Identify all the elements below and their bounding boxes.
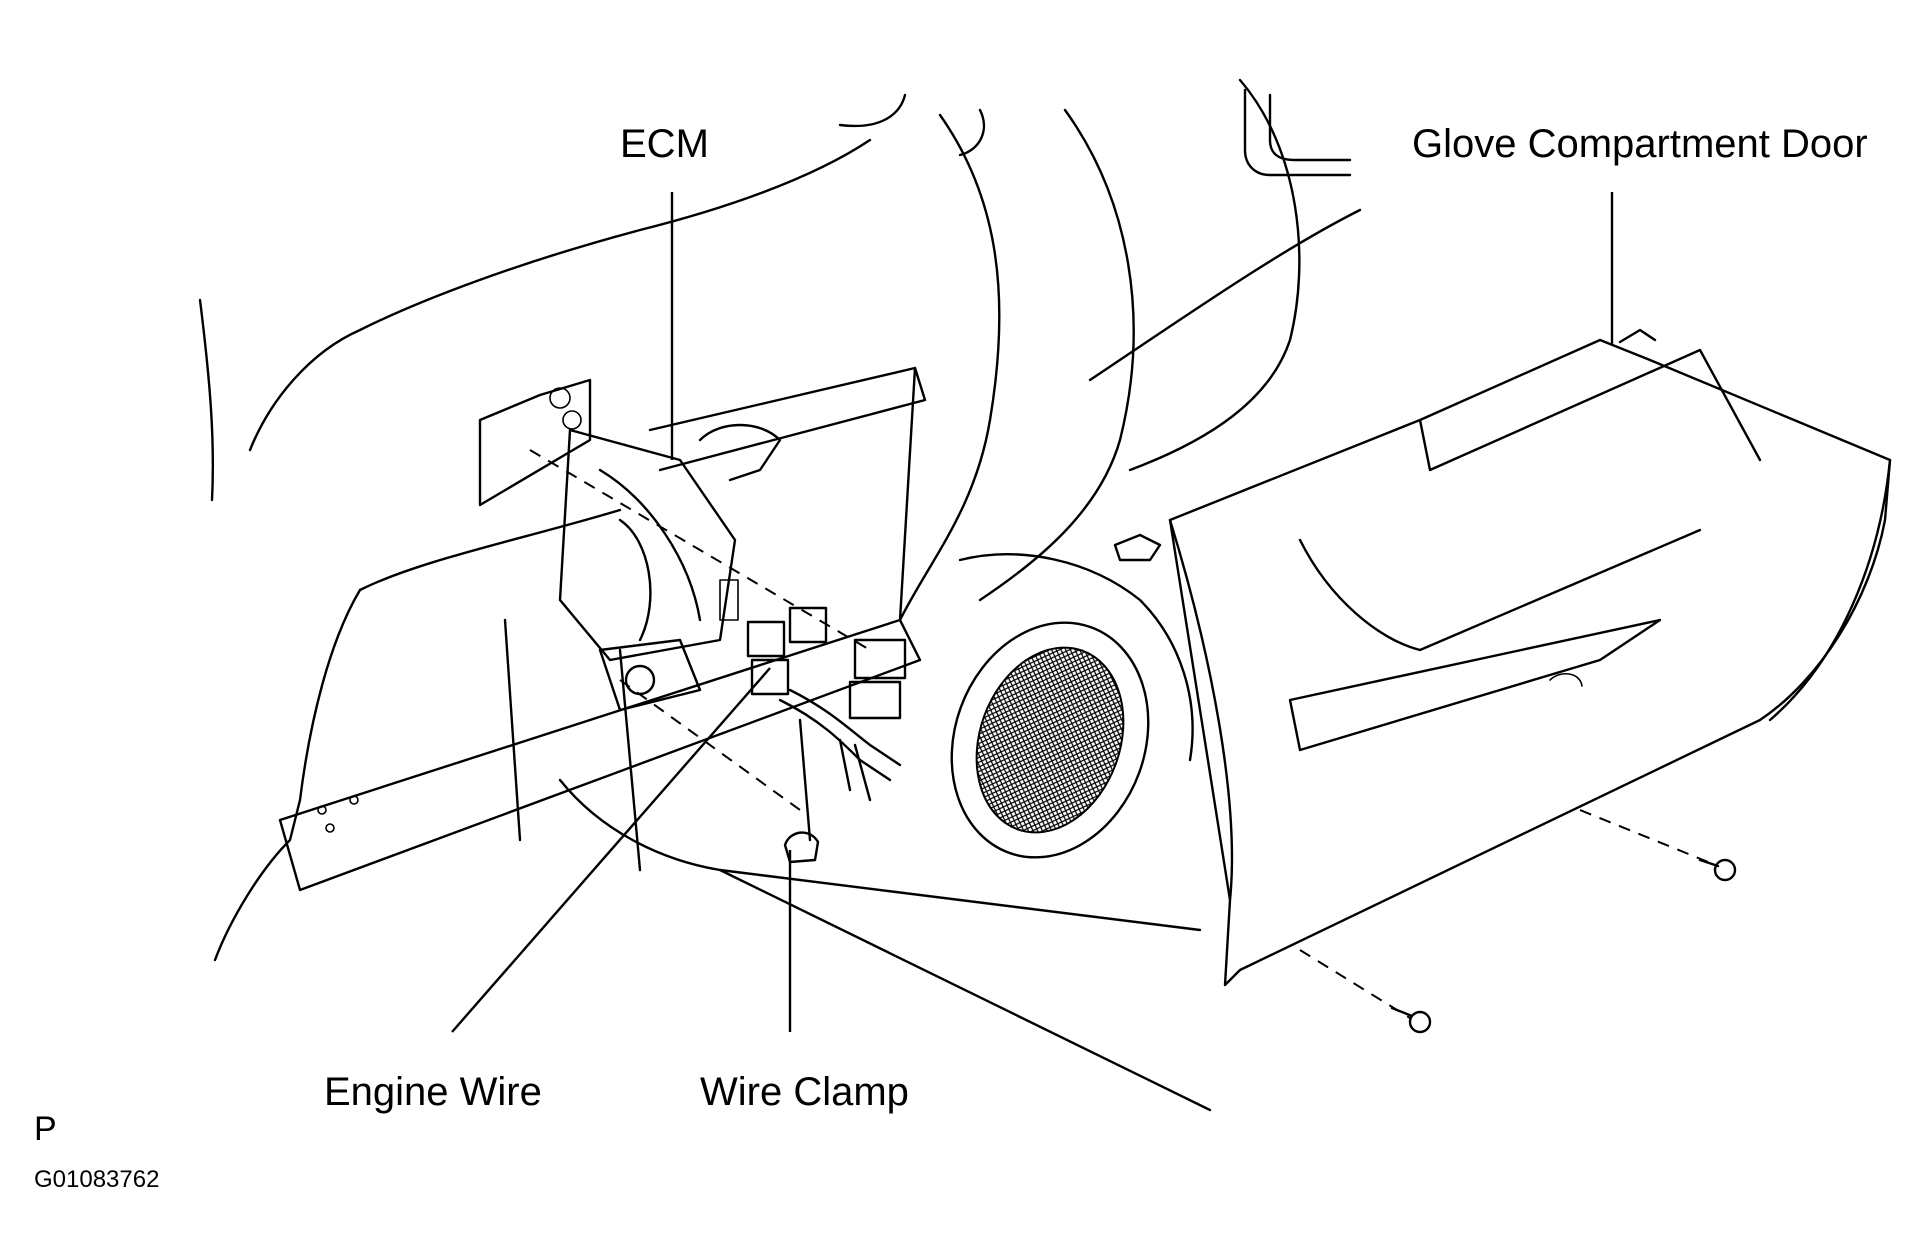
ecm-unit [478,378,782,712]
installation-guides [529,449,1719,1019]
ecm-label: ECM [620,122,709,166]
engine-wire-label: Engine Wire [324,1070,542,1114]
view-letter: P [34,1110,57,1148]
leader-lines [451,192,1614,1033]
wire-clamp-label: Wire Clamp [700,1070,909,1114]
glove-compartment-door-label: Glove Compartment Door [1412,122,1868,166]
dashboard-outline [198,78,1362,622]
speaker-grille [950,553,1194,859]
figure-code: G01083762 [34,1166,160,1193]
engine-wire-leader [451,667,771,1033]
instrument-panel-reinforcement [213,366,1212,1112]
engine-wire-connectors [746,606,907,864]
glove-compartment-door [1113,328,1892,1034]
